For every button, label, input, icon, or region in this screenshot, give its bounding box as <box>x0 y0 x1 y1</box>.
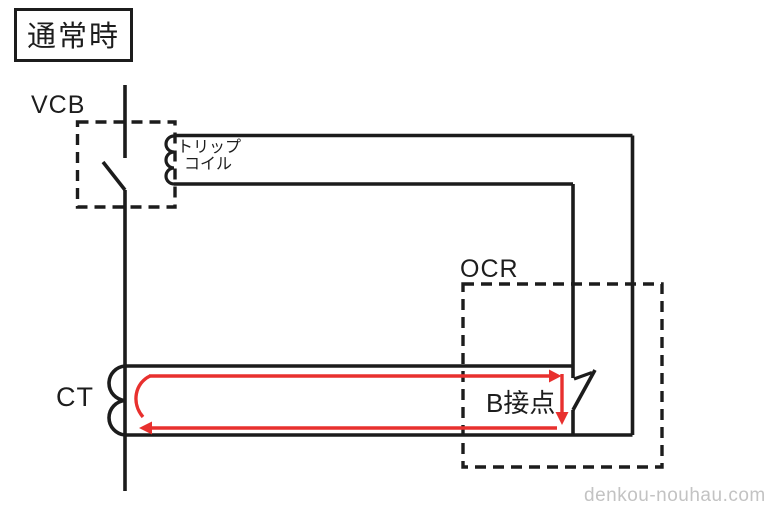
current-arrow-left-icon <box>139 421 152 435</box>
ocr-label: OCR <box>460 255 519 283</box>
trip-coil-label-line1: トリップ <box>177 139 242 156</box>
vcb-label: VCB <box>31 91 86 119</box>
trip-coil-label: トリップ コイル <box>177 139 241 173</box>
current-flow-ct-curve <box>134 374 151 419</box>
vcb-switch-blade <box>101 160 127 192</box>
current-arrow-right-icon <box>549 369 562 383</box>
ct-label: CT <box>56 382 94 412</box>
b-contact-blade <box>571 369 597 411</box>
watermark: denkou-nouhau.com <box>584 485 766 506</box>
current-arrow-down-icon <box>555 412 569 425</box>
b-contact-fixed-bar <box>573 370 593 381</box>
trip-coil-symbol <box>164 134 175 186</box>
page-title: 通常時 <box>14 8 134 62</box>
b-contact-label: B接点 <box>486 388 556 418</box>
trip-coil-label-line2: コイル <box>184 156 233 173</box>
ct-symbol <box>107 364 126 437</box>
